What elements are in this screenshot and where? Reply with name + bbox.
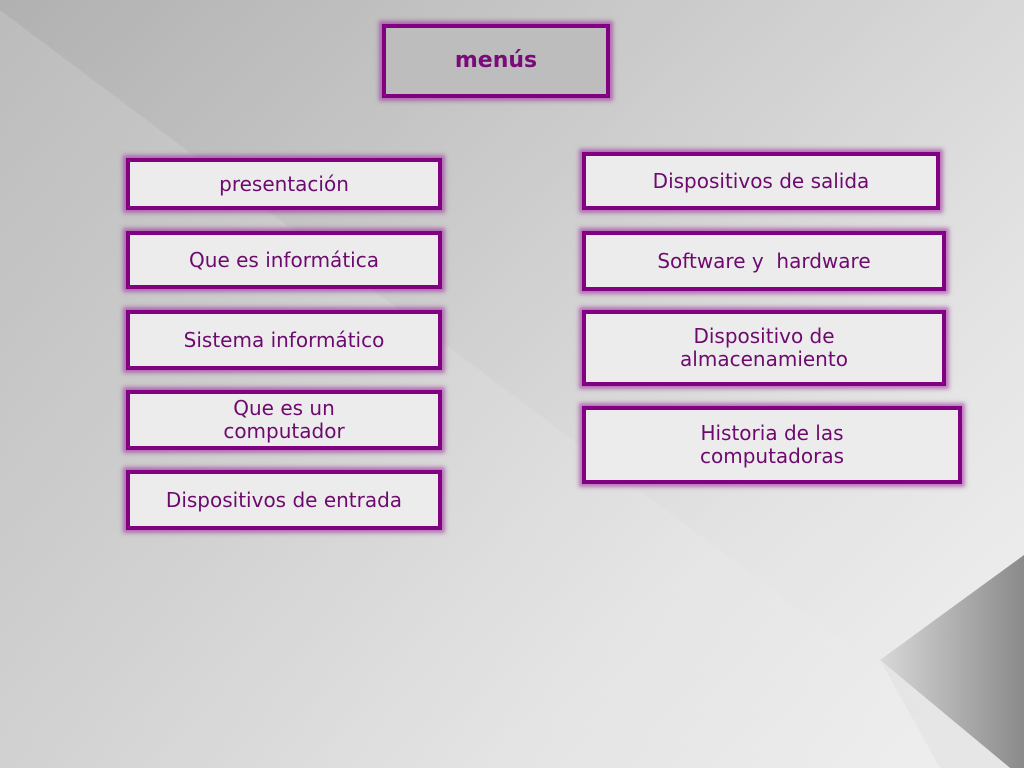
menu-item-label: Dispositivos de salida <box>652 168 870 193</box>
menu-item-que-es-un-computador[interactable]: Que es un computador <box>126 390 442 450</box>
menu-item-label: Que es informática <box>189 247 379 272</box>
menu-item-label: Historia de las computadoras <box>699 421 844 468</box>
menu-item-dispositivos-de-salida[interactable]: Dispositivos de salida <box>582 152 940 210</box>
menu-item-label: Dispositivo de almacenamiento <box>680 324 848 371</box>
menu-item-que-es-informatica[interactable]: Que es informática <box>126 231 442 289</box>
menu-item-label: presentación <box>219 171 349 196</box>
menu-item-dispositivos-de-entrada[interactable]: Dispositivos de entrada <box>126 470 442 530</box>
menu-item-historia-de-las-computadoras[interactable]: Historia de las computadoras <box>582 406 962 484</box>
menu-item-label: Sistema informático <box>183 327 385 352</box>
menu-item-sistema-informatico[interactable]: Sistema informático <box>126 310 442 370</box>
menu-item-label: Software y hardware <box>657 248 871 273</box>
menu-item-software-hardware[interactable]: Software y hardware <box>582 231 946 291</box>
menu-item-label: Dispositivos de entrada <box>165 487 403 512</box>
menu-title: menús <box>382 24 610 98</box>
menu-item-label: Que es un computador <box>223 396 345 443</box>
menu-item-dispositivo-de-almacenamiento[interactable]: Dispositivo de almacenamiento <box>582 310 946 386</box>
menu-item-presentacion[interactable]: presentación <box>126 158 442 210</box>
menu-title-text: menús <box>454 48 538 74</box>
